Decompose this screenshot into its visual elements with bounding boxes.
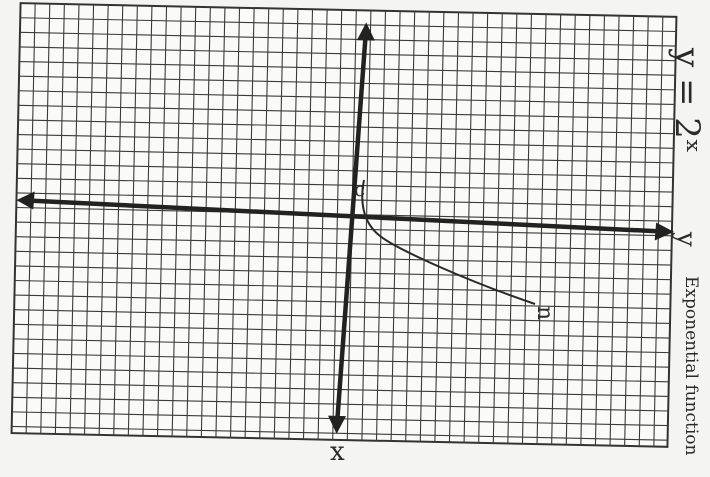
grid-line-vertical bbox=[229, 7, 241, 438]
grid-line-vertical bbox=[156, 6, 168, 437]
grid-line-vertical bbox=[375, 10, 387, 441]
grid-line-vertical bbox=[317, 9, 328, 440]
grid-line-vertical bbox=[478, 12, 489, 443]
grid-line-vertical bbox=[25, 3, 36, 434]
grid-line-horizontal bbox=[19, 46, 676, 62]
grid-line-horizontal bbox=[20, 17, 677, 33]
grid-line-vertical bbox=[113, 5, 124, 436]
grid-line-horizontal bbox=[14, 309, 671, 324]
axis-label-x: x bbox=[330, 437, 345, 467]
grid-line-vertical bbox=[244, 8, 255, 438]
grid-line-vertical bbox=[551, 14, 562, 445]
grid-line-horizontal bbox=[18, 90, 675, 106]
grid-line-vertical bbox=[40, 3, 51, 434]
grid-line-horizontal bbox=[18, 119, 674, 135]
grid-line-horizontal bbox=[17, 163, 674, 179]
grid-line-vertical bbox=[580, 15, 591, 445]
vertical-axis bbox=[334, 28, 369, 429]
grid-line-vertical bbox=[565, 14, 576, 445]
grid-line-vertical bbox=[54, 4, 65, 434]
grid-line-vertical bbox=[492, 13, 503, 444]
grid-line-horizontal bbox=[17, 133, 674, 149]
grid bbox=[10, 2, 678, 448]
horizontal-axis bbox=[22, 197, 669, 235]
grid-line-vertical bbox=[434, 12, 445, 442]
grid-line-vertical bbox=[536, 14, 547, 445]
grid-line-horizontal bbox=[15, 265, 671, 281]
grid-line-vertical bbox=[259, 8, 270, 439]
grid-line-vertical bbox=[273, 8, 284, 439]
grid-line-vertical bbox=[390, 11, 401, 442]
grid-line-vertical bbox=[361, 10, 372, 441]
axis-label-y: y bbox=[671, 231, 701, 247]
grid-line-horizontal bbox=[14, 279, 671, 295]
grid-line-vertical bbox=[448, 12, 460, 443]
grid-line-horizontal bbox=[19, 60, 676, 76]
horizontal-axis-arrow-right bbox=[654, 222, 674, 241]
grid-line-horizontal bbox=[14, 294, 671, 310]
grid-line-vertical bbox=[69, 4, 80, 435]
grid-line-vertical bbox=[215, 7, 226, 438]
grid-line-vertical bbox=[84, 4, 95, 435]
grid-line-horizontal bbox=[17, 148, 674, 164]
grid-line-vertical bbox=[302, 9, 314, 440]
grid-line-horizontal bbox=[16, 177, 673, 193]
axes bbox=[16, 22, 674, 434]
curve-start-marker: c bbox=[354, 177, 365, 201]
grid-line-vertical bbox=[419, 11, 430, 442]
grid-line-vertical bbox=[507, 13, 518, 444]
grid-line-horizontal bbox=[18, 104, 675, 120]
equation-label: y = 2ˣ bbox=[667, 47, 707, 153]
grid-line-horizontal bbox=[19, 75, 675, 91]
grid-line-vertical bbox=[521, 13, 533, 444]
grid-line-vertical bbox=[171, 6, 182, 437]
grid-line-horizontal bbox=[16, 192, 673, 208]
exponential-curve bbox=[361, 179, 536, 305]
grid-line-vertical bbox=[142, 5, 153, 436]
grid-line-horizontal bbox=[15, 250, 672, 266]
horizontal-axis-arrow-left bbox=[16, 191, 35, 210]
grid-line-vertical bbox=[127, 5, 138, 436]
grid-line-horizontal bbox=[15, 221, 672, 237]
grid-line-horizontal bbox=[15, 236, 672, 251]
grid-line-vertical bbox=[186, 6, 197, 437]
grid-line-vertical bbox=[288, 8, 299, 439]
curve-end-marker: n bbox=[532, 306, 557, 320]
grid-line-vertical bbox=[463, 12, 474, 443]
function-type-label: Exponential function bbox=[681, 276, 701, 456]
grid-line-vertical bbox=[332, 9, 343, 440]
grid-line-horizontal bbox=[11, 425, 668, 441]
vertical-axis-arrow-top bbox=[356, 22, 375, 41]
grid-line-horizontal bbox=[19, 31, 676, 47]
grid-line-vertical bbox=[405, 11, 416, 442]
grid-line-vertical bbox=[98, 4, 109, 435]
grid-line-vertical bbox=[200, 7, 211, 438]
vertical-axis-arrow-bottom bbox=[328, 415, 346, 434]
